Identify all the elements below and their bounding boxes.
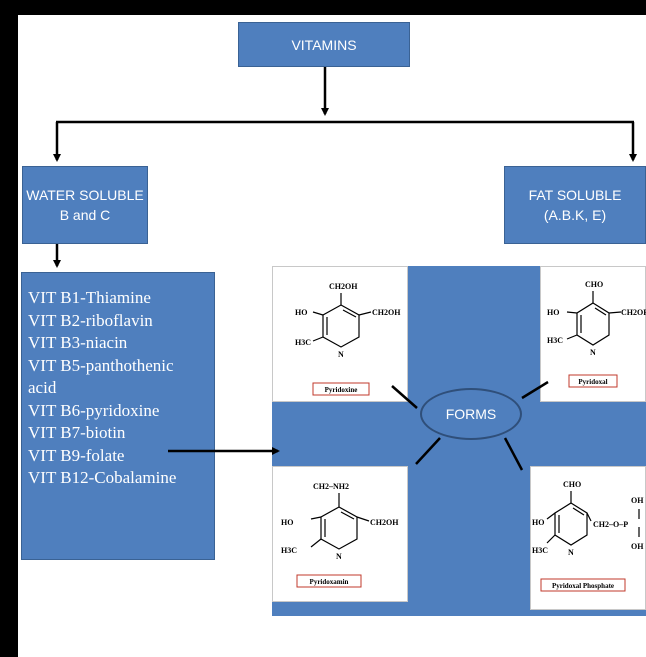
b-vitamins-list: VIT B1-Thiamine VIT B2-riboflavin VIT B3… bbox=[28, 287, 176, 490]
pyridoxal-n: N bbox=[590, 348, 596, 357]
pyridoxal-name: Pyridoxal bbox=[578, 378, 607, 386]
pyridoxal-phosphate-oh-bottom: OH bbox=[631, 542, 644, 551]
water-soluble-box: WATER SOLUBLE B and C bbox=[22, 166, 148, 244]
frame-top-border bbox=[0, 0, 646, 15]
vitamins-title: VITAMINS bbox=[291, 36, 357, 53]
pyridoxamin-right: CH2OH bbox=[370, 518, 399, 527]
vitamin-item: VIT B1-Thiamine bbox=[28, 288, 151, 307]
pyridoxal-phosphate-oh-top: OH bbox=[631, 496, 644, 505]
pyridoxal-right: CH2OH bbox=[621, 308, 646, 317]
pyridoxal-phosphate-diagram: CHO CH2–O–P OH OH HO H3C N Pyridoxal Pho… bbox=[532, 480, 644, 592]
vitamin-item: acid bbox=[28, 378, 57, 397]
vitamin-item: VIT B6-pyridoxine bbox=[28, 400, 160, 420]
pyridoxamin-n: N bbox=[336, 552, 342, 561]
vitamin-item: VIT B3-niacin bbox=[28, 333, 128, 352]
pyridoxamin-name: Pyridoxamin bbox=[310, 578, 349, 586]
vitamin-item: VIT B5-panthothenic bbox=[28, 355, 174, 375]
pyridoxal-phosphate-methyl: H3C bbox=[532, 546, 548, 555]
forms-spoke-bl bbox=[415, 437, 441, 465]
pyridoxal-structure: CHO CH2OH HO H3C N Pyridoxal bbox=[540, 266, 646, 402]
forms-spoke-br bbox=[503, 437, 524, 471]
pyridoxamin-diagram: CH2–NH2 CH2OH HO H3C N Pyridoxamin bbox=[281, 482, 399, 588]
pyridoxamin-structure: CH2–NH2 CH2OH HO H3C N Pyridoxamin bbox=[272, 466, 408, 602]
forms-label: FORMS bbox=[445, 406, 497, 422]
pyridoxine-left: HO bbox=[295, 308, 307, 317]
pyridoxal-diagram: CHO CH2OH HO H3C N Pyridoxal bbox=[547, 280, 646, 388]
pyridoxal-top: CHO bbox=[585, 280, 603, 289]
pyridoxine-n: N bbox=[338, 350, 344, 359]
vitamins-title-box: VITAMINS bbox=[238, 22, 410, 67]
pyridoxine-right: CH2OH bbox=[372, 308, 401, 317]
pyridoxine-structure: CH2OH CH2OH HO H3C N Pyridoxine bbox=[272, 266, 408, 402]
pyridoxine-diagram: CH2OH CH2OH HO H3C N Pyridoxine bbox=[295, 282, 401, 396]
pyridoxal-phosphate-structure: CHO CH2–O–P OH OH HO H3C N Pyridoxal Pho… bbox=[530, 466, 646, 610]
pyridoxal-left: HO bbox=[547, 308, 559, 317]
pyridoxal-phosphate-n: N bbox=[568, 548, 574, 557]
pyridoxal-phosphate-left: HO bbox=[532, 518, 544, 527]
vitamin-item: VIT B9-folate bbox=[28, 445, 125, 465]
pyridoxamin-methyl: H3C bbox=[281, 546, 297, 555]
pyridoxamin-top: CH2–NH2 bbox=[313, 482, 349, 491]
forms-ellipse: FORMS bbox=[420, 388, 522, 440]
pyridoxamin-left: HO bbox=[281, 518, 293, 527]
fat-soluble-label: FAT SOLUBLE (A.B.K, E) bbox=[528, 187, 622, 223]
pyridoxal-methyl: H3C bbox=[547, 336, 563, 345]
vitamin-item: VIT B2-riboflavin bbox=[28, 310, 153, 330]
pyridoxine-methyl: H3C bbox=[295, 338, 311, 347]
frame-left-border bbox=[0, 0, 18, 657]
forms-spoke-tr bbox=[521, 380, 549, 400]
pyridoxine-top: CH2OH bbox=[329, 282, 358, 291]
forms-spoke-tl bbox=[391, 385, 418, 409]
b-vitamins-list-box: VIT B1-Thiamine VIT B2-riboflavin VIT B3… bbox=[21, 272, 215, 560]
pyridoxine-name: Pyridoxine bbox=[325, 386, 358, 394]
pyridoxal-phosphate-name: Pyridoxal Phosphate bbox=[552, 582, 614, 590]
water-soluble-label: WATER SOLUBLE B and C bbox=[26, 187, 144, 223]
pyridoxal-phosphate-right: CH2–O–P bbox=[593, 520, 628, 529]
pyridoxal-phosphate-top: CHO bbox=[563, 480, 581, 489]
vitamin-item: VIT B7-biotin bbox=[28, 423, 126, 442]
vitamin-item: VIT B12-Cobalamine bbox=[28, 468, 177, 487]
